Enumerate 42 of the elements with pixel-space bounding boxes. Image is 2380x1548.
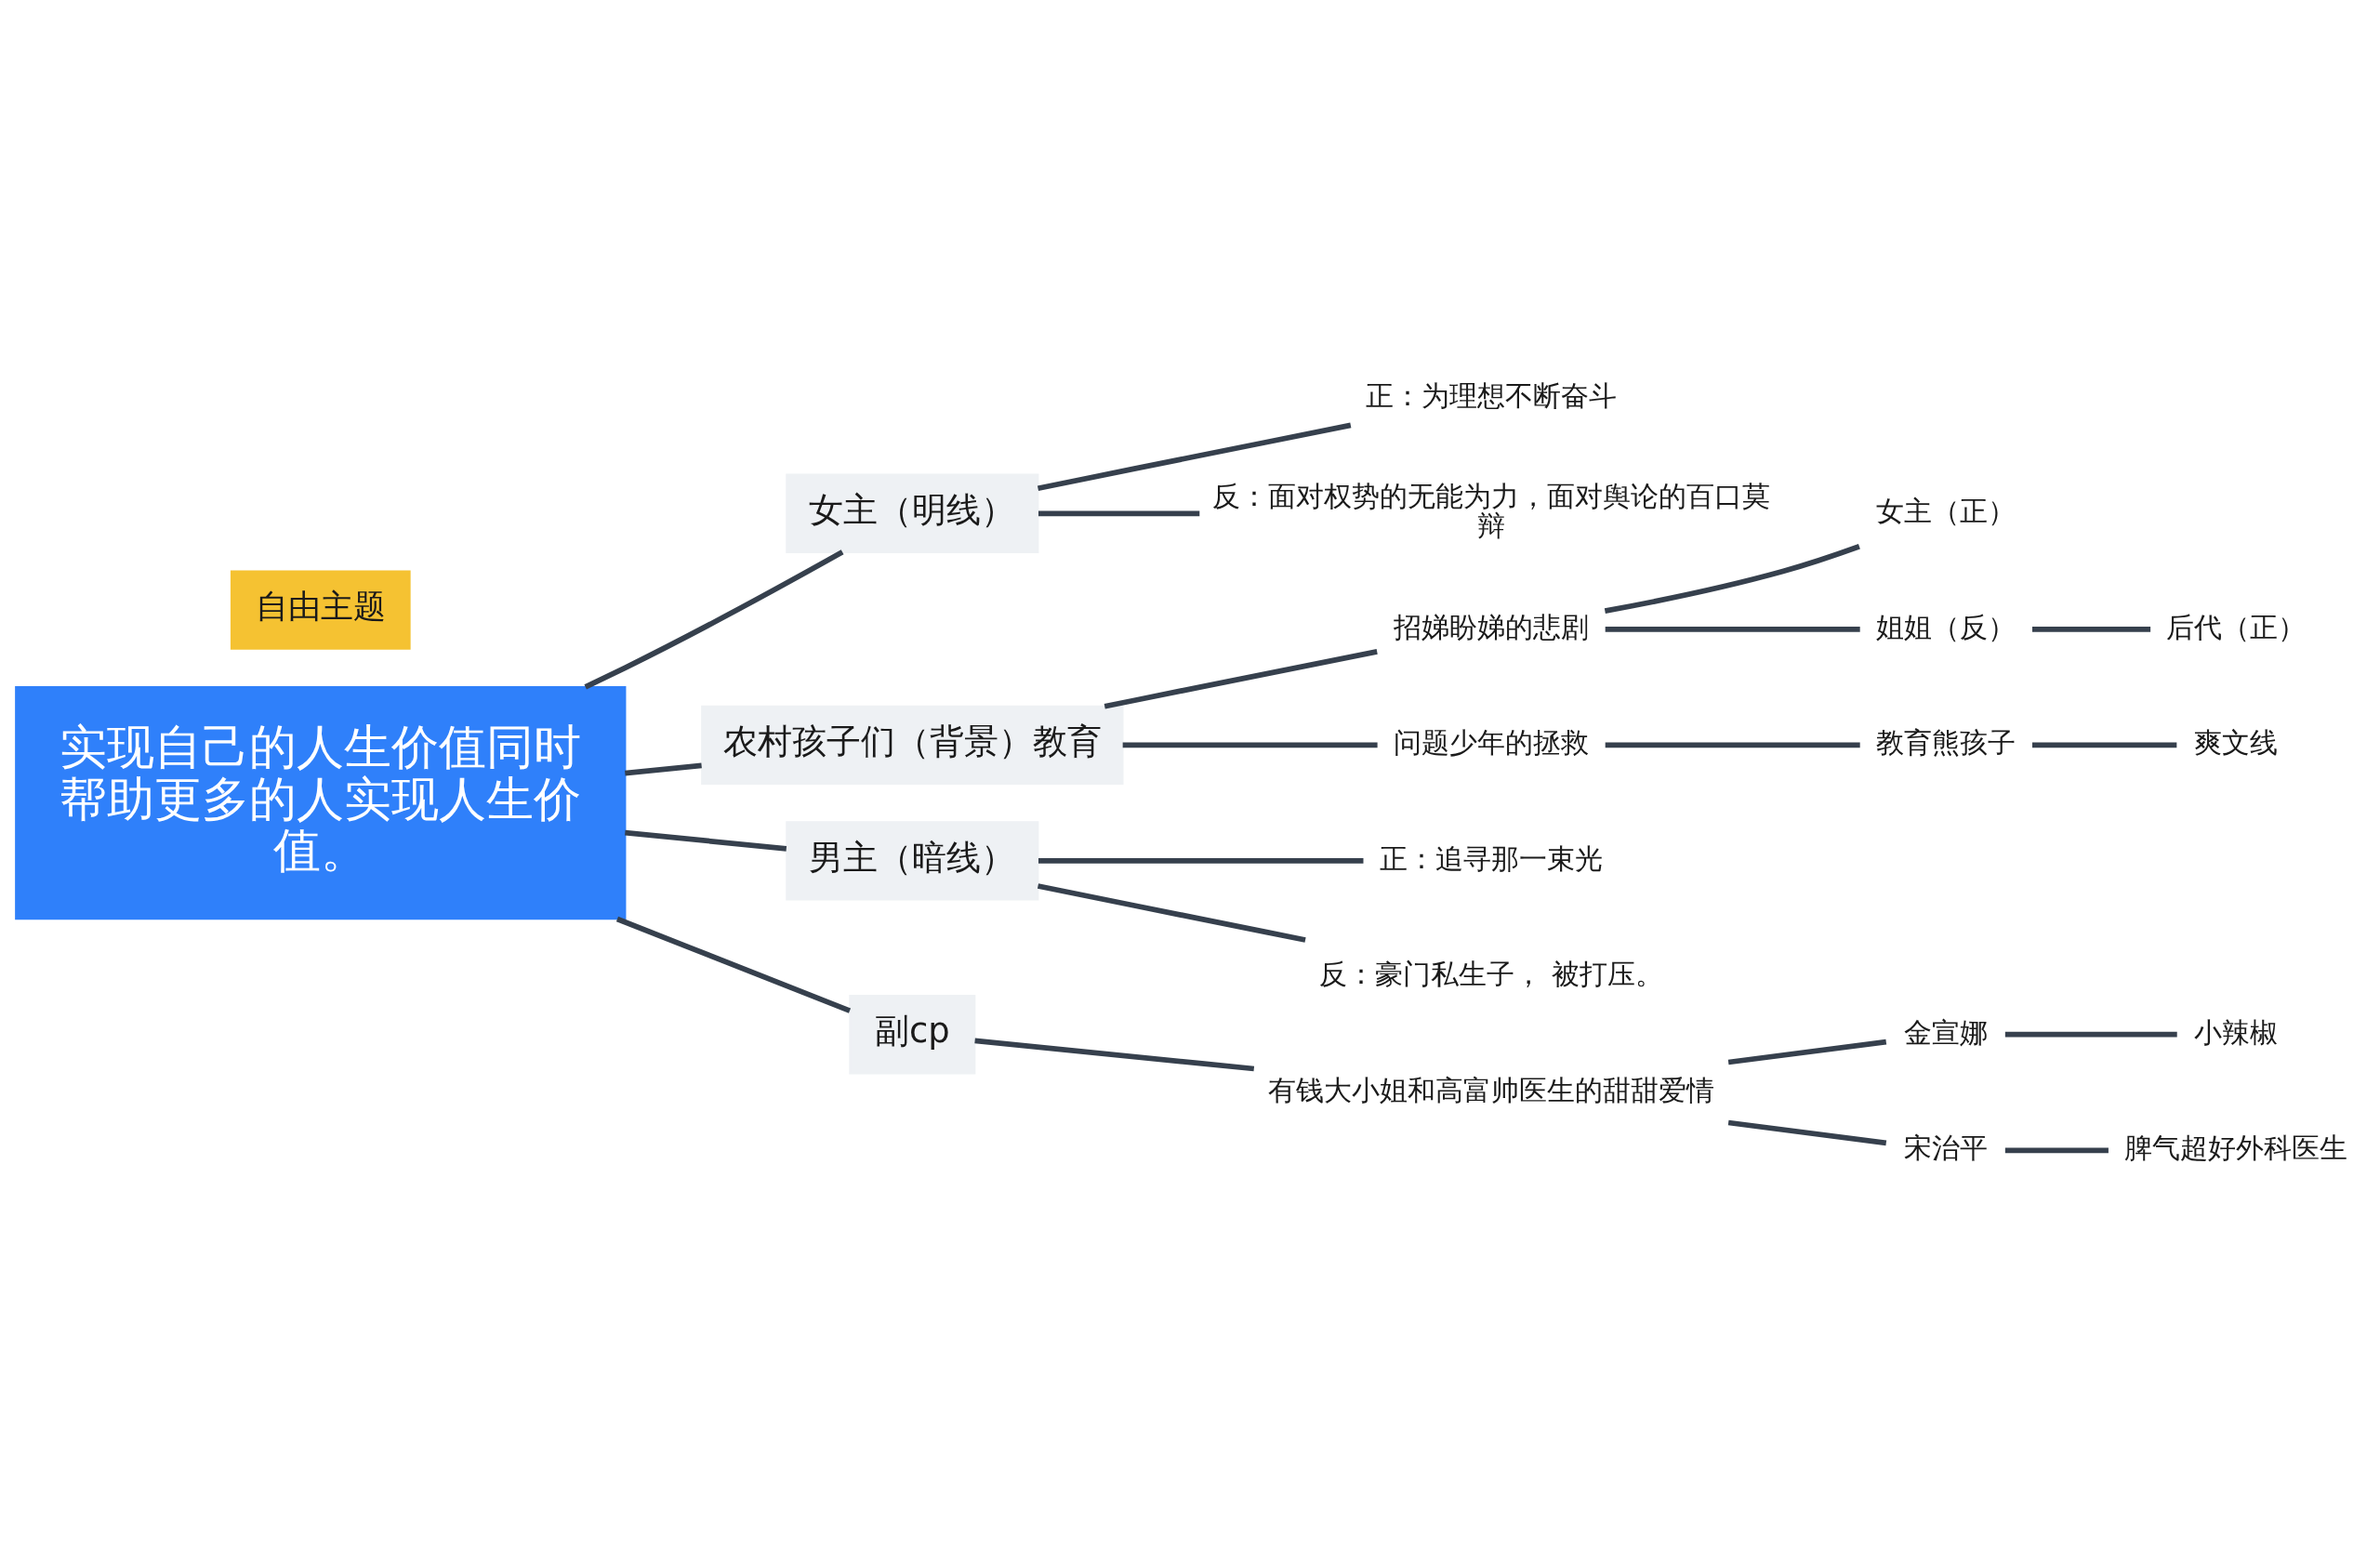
node-text: 后代（正） <box>2166 610 2307 643</box>
node-text: 脾气超好外科医生 <box>2124 1131 2348 1165</box>
node-text: 反：面对权势的无能为力，面对舆论的百口莫辩 <box>1212 479 1771 543</box>
connector <box>1605 626 1860 632</box>
connector <box>1104 649 1378 709</box>
node-text: 反：豪门私生子， 被打压。 <box>1319 958 1663 991</box>
connector <box>625 762 702 776</box>
connector <box>1727 1119 1887 1146</box>
node-box: 农村孩子们（背景）教育 <box>701 705 1124 786</box>
connector <box>1727 1039 1887 1065</box>
connector <box>2004 1031 2177 1038</box>
node-box: 副cp <box>849 995 976 1075</box>
connector <box>2004 1147 2109 1154</box>
connector <box>615 916 852 1013</box>
node-box: 实现自己的人生价值同时帮助更多的人实现人生价值。 <box>15 685 627 920</box>
node-text: 正：为理想不断奋斗 <box>1366 378 1618 412</box>
node-text: 宋治平 <box>1903 1131 1988 1165</box>
node-text: 问题少年的拯救 <box>1394 726 1590 760</box>
node-text: 姐姐（反） <box>1875 610 2016 643</box>
connector <box>2032 742 2177 748</box>
connector <box>1604 544 1860 614</box>
connector <box>1037 883 1306 943</box>
connector <box>1605 742 1860 748</box>
node-text: 教育熊孩子 <box>1875 726 2016 760</box>
node-box: 自由主题 <box>230 570 411 650</box>
connector <box>1122 742 1378 748</box>
connector <box>1037 422 1352 492</box>
node-text: 正：追寻那一束光 <box>1380 841 1604 875</box>
node-text: 爽文线 <box>2194 726 2279 760</box>
connector <box>2032 626 2151 632</box>
node-text: 金宣娜 <box>1903 1015 1988 1049</box>
connector <box>625 829 787 852</box>
node-text: 女主（正） <box>1875 495 2016 528</box>
node-text: 有钱大小姐和高富帅医生的甜甜爱情 <box>1268 1073 1715 1106</box>
connector <box>1038 858 1364 864</box>
node-text: 招娣盼娣的悲剧 <box>1394 610 1590 643</box>
connector <box>974 1038 1255 1072</box>
node-box: 男主（暗线） <box>786 821 1039 901</box>
node-box: 女主（明线） <box>786 473 1039 553</box>
connector <box>584 549 844 690</box>
node-text: 小辣椒 <box>2194 1015 2279 1049</box>
connector <box>1038 510 1200 517</box>
